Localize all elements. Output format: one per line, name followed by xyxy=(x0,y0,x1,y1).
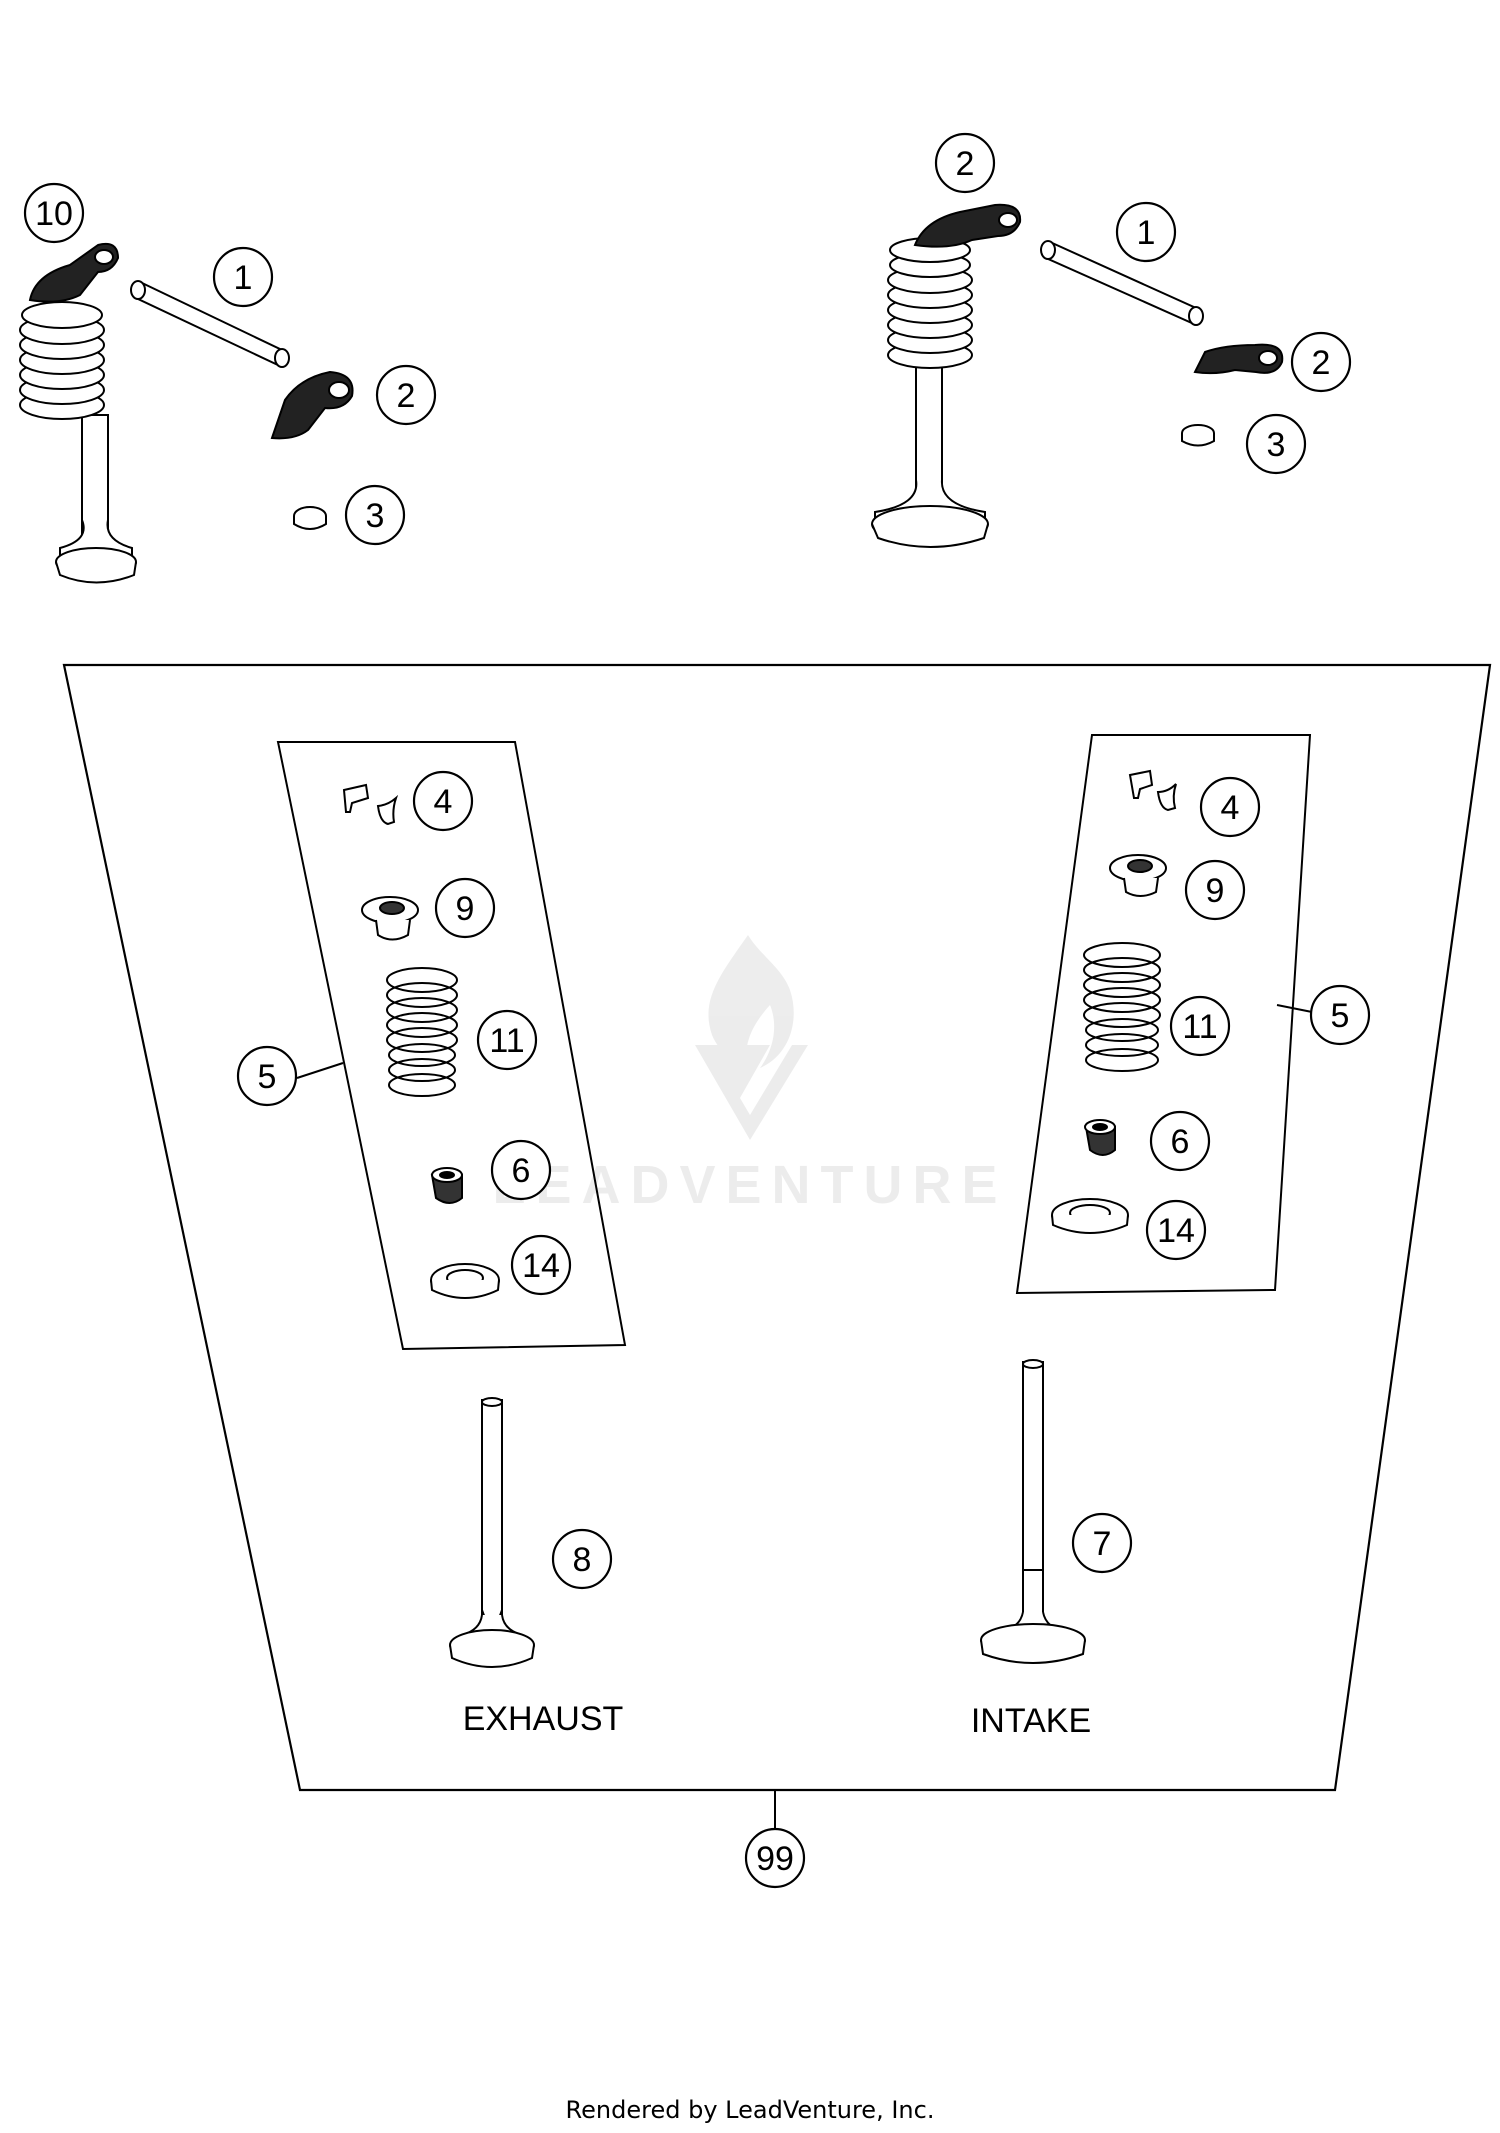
valve-spring-exhaust-icon xyxy=(386,967,458,1097)
callout-4-intake: 4 xyxy=(1199,776,1261,838)
valve-keepers-exhaust-icon xyxy=(342,783,399,826)
callout-2-left: 2 xyxy=(375,364,437,426)
svg-text:1: 1 xyxy=(1137,214,1156,252)
callout-10: 10 xyxy=(23,182,85,244)
intake-valve-assembly-icon xyxy=(871,203,1022,548)
callout-3-right: 3 xyxy=(1245,413,1307,475)
callout-14-intake: 14 xyxy=(1145,1199,1207,1261)
spring-retainer-intake-icon xyxy=(1109,854,1167,897)
shim-right-icon xyxy=(1181,424,1215,447)
rocker-arm-left-icon xyxy=(270,370,354,440)
svg-text:4: 4 xyxy=(434,783,453,821)
callout-2-top: 2 xyxy=(934,132,996,194)
svg-text:14: 14 xyxy=(522,1247,560,1285)
callout-11-intake: 11 xyxy=(1169,995,1231,1057)
svg-text:3: 3 xyxy=(366,497,385,535)
valve-stem-seal-exhaust-icon xyxy=(430,1167,463,1204)
intake-label: INTAKE xyxy=(971,1702,1091,1740)
valve-stem-seal-intake-icon xyxy=(1084,1119,1116,1156)
rocker-arm-right-icon xyxy=(1193,343,1284,375)
svg-text:5: 5 xyxy=(1331,997,1350,1035)
valve-keepers-intake-icon xyxy=(1128,769,1177,812)
leader-5-exhaust xyxy=(296,1062,344,1079)
svg-text:6: 6 xyxy=(1171,1123,1190,1161)
callout-6-exhaust: 6 xyxy=(490,1139,552,1201)
callout-4-exhaust: 4 xyxy=(412,770,474,832)
svg-text:10: 10 xyxy=(35,195,73,233)
watermark-text: LEADVENTURE xyxy=(492,1155,1007,1215)
svg-text:14: 14 xyxy=(1157,1212,1195,1250)
svg-text:3: 3 xyxy=(1267,426,1286,464)
svg-text:11: 11 xyxy=(489,1022,524,1060)
shim-left-icon xyxy=(293,506,327,530)
svg-text:2: 2 xyxy=(1312,344,1331,382)
callout-11-exhaust: 11 xyxy=(476,1009,538,1071)
svg-text:9: 9 xyxy=(456,890,475,928)
svg-text:7: 7 xyxy=(1093,1525,1112,1563)
exhaust-valve-assembly-icon xyxy=(19,242,137,584)
leader-5-intake xyxy=(1276,1004,1313,1013)
exhaust-valve-icon xyxy=(449,1397,535,1668)
spring-retainer-exhaust-icon xyxy=(361,896,419,941)
callout-9-exhaust: 9 xyxy=(434,877,496,939)
kit-outline xyxy=(62,663,1492,1792)
callout-7: 7 xyxy=(1071,1512,1133,1574)
valve-spring-intake-icon xyxy=(1083,942,1161,1072)
callout-99: 99 xyxy=(744,1827,806,1889)
callout-9-intake: 9 xyxy=(1184,859,1246,921)
svg-text:4: 4 xyxy=(1221,789,1240,827)
svg-text:6: 6 xyxy=(512,1152,531,1190)
svg-text:9: 9 xyxy=(1206,872,1225,910)
exhaust-label: EXHAUST xyxy=(463,1700,624,1738)
svg-text:11: 11 xyxy=(1182,1008,1217,1046)
svg-text:2: 2 xyxy=(397,377,416,415)
svg-text:2: 2 xyxy=(956,145,975,183)
spring-seat-exhaust-icon xyxy=(430,1263,500,1299)
callout-1-right: 1 xyxy=(1115,201,1177,263)
exhaust-subkit-outline xyxy=(276,741,627,1351)
svg-text:1: 1 xyxy=(234,259,253,297)
callout-6-intake: 6 xyxy=(1149,1110,1211,1172)
svg-text:8: 8 xyxy=(573,1541,592,1579)
footer-credit: Rendered by LeadVenture, Inc. xyxy=(566,2096,935,2124)
intake-subkit-outline xyxy=(1015,734,1312,1295)
svg-text:5: 5 xyxy=(258,1058,277,1096)
callout-14-exhaust: 14 xyxy=(510,1234,572,1296)
rocker-shaft-left-icon xyxy=(130,280,290,368)
callout-2-right: 2 xyxy=(1290,331,1352,393)
leadventure-watermark-logo xyxy=(695,935,808,1140)
intake-valve-icon xyxy=(980,1359,1086,1664)
callout-5-intake: 5 xyxy=(1309,984,1371,1046)
spring-seat-intake-icon xyxy=(1051,1198,1129,1234)
callout-5-exhaust: 5 xyxy=(236,1045,298,1107)
callout-8: 8 xyxy=(551,1528,613,1590)
rocker-shaft-right-icon xyxy=(1040,240,1204,326)
svg-text:99: 99 xyxy=(756,1840,794,1878)
callout-3-left: 3 xyxy=(344,484,406,546)
callout-1-left: 1 xyxy=(212,246,274,308)
